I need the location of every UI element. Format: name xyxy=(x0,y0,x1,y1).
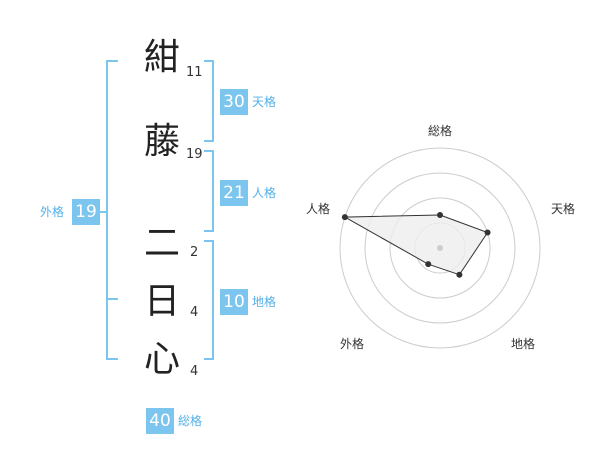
name-char-5: 心 xyxy=(143,339,180,380)
gaikaku-value-badge: 19 xyxy=(72,199,100,225)
tenkaku-bracket xyxy=(204,60,214,142)
jinkaku-bracket xyxy=(204,150,214,232)
name-char-1: 紺 xyxy=(143,37,180,78)
gaikaku-connector xyxy=(98,211,106,213)
radar-point-1 xyxy=(484,229,491,236)
radar-value-polygon xyxy=(343,214,489,276)
gaikaku-bracket xyxy=(106,60,118,360)
soukaku-value-badge: 40 xyxy=(146,408,174,434)
tenkaku-label: 天格 xyxy=(252,95,277,109)
chikaku-value-badge: 10 xyxy=(220,289,248,315)
radar-point-2 xyxy=(456,271,463,278)
radar-ring xyxy=(364,172,516,324)
chikaku-bracket xyxy=(204,240,214,360)
stroke-count-1: 11 xyxy=(186,65,203,80)
radar-center-dot xyxy=(437,245,443,251)
radar-ring xyxy=(389,197,491,299)
gaikaku-label: 外格 xyxy=(40,205,65,219)
name-char-2: 藤 xyxy=(143,121,180,162)
stroke-count-5: 4 xyxy=(190,364,199,379)
radar-ring xyxy=(339,147,541,349)
jinkaku-label: 人格 xyxy=(252,186,277,200)
stroke-count-3: 2 xyxy=(190,245,199,260)
gaikaku-bracket-tick xyxy=(106,298,118,300)
radar-point-3 xyxy=(425,261,432,268)
radar-axis-label-chikaku: 地格 xyxy=(511,337,536,351)
chikaku-label: 地格 xyxy=(252,295,277,309)
radar-point-4 xyxy=(341,214,348,221)
radar-axis-label-jinkaku: 人格 xyxy=(306,202,331,216)
soukaku-label: 総格 xyxy=(178,414,203,428)
radar-point-0 xyxy=(437,212,443,218)
tenkaku-value-badge: 30 xyxy=(220,89,248,115)
stroke-count-2: 19 xyxy=(186,147,203,162)
radar-axis-label-tenkaku: 天格 xyxy=(551,202,576,216)
radar-axis-label-gaikaku: 外格 xyxy=(340,337,365,351)
name-char-4: 日 xyxy=(143,281,180,322)
name-char-3: 二 xyxy=(143,223,180,264)
radar-axis-label-soukaku: 総格 xyxy=(428,124,453,138)
stroke-count-4: 4 xyxy=(190,305,199,320)
jinkaku-value-badge: 21 xyxy=(220,180,248,206)
